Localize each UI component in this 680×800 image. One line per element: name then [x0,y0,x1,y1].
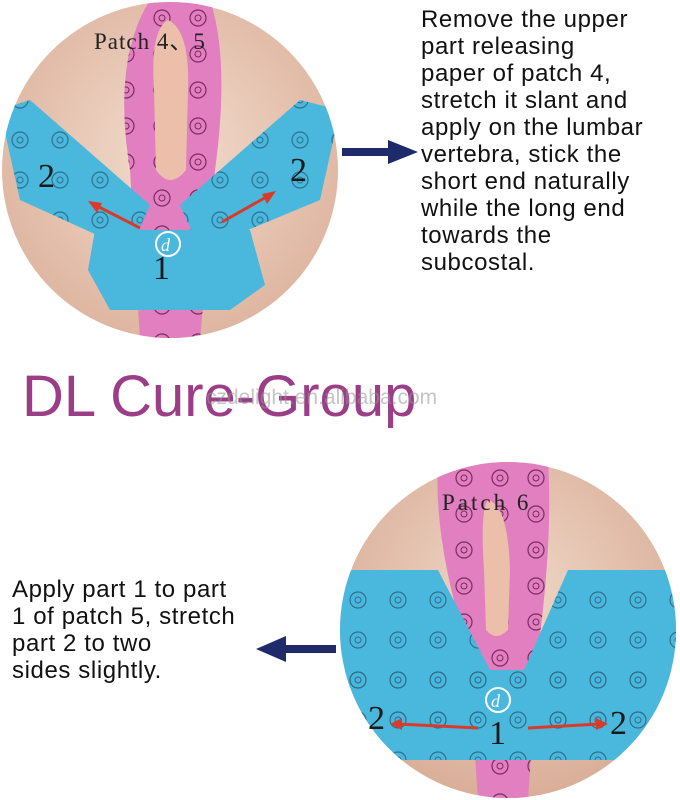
blue-tape [340,570,676,760]
center-part-number: 1 [153,250,170,287]
logo-mark-icon: d [155,231,181,257]
top-photo: d Patch 4、5 2 2 1 [0,0,340,340]
bottom-instruction: Apply part 1 to part 1 of patch 5, stret… [12,576,236,684]
patch-label: Patch 6 [442,490,532,515]
center-part-number: 1 [489,715,506,752]
left-part-number: 2 [368,700,385,737]
right-part-number: 2 [610,705,627,742]
arrow-right-icon [342,140,418,169]
logo-mark-icon: d [485,687,511,713]
top-instruction: Remove the upper part releasing paper of… [421,6,644,276]
right-part-number: 2 [290,152,307,189]
svg-text:d: d [491,691,501,711]
left-part-number: 2 [38,158,55,195]
brand-title: DL Cure-Group [22,364,417,429]
bottom-photo: d Patch 6 2 2 1 [338,460,678,800]
watermark: czdelight.en.alibaba.com [206,386,438,409]
patch-label: Patch 4、5 [94,29,206,54]
arrow-left-icon [256,636,336,667]
svg-text:d: d [161,235,171,255]
stretch-arrows [390,718,608,730]
stretch-arrows [88,191,276,230]
